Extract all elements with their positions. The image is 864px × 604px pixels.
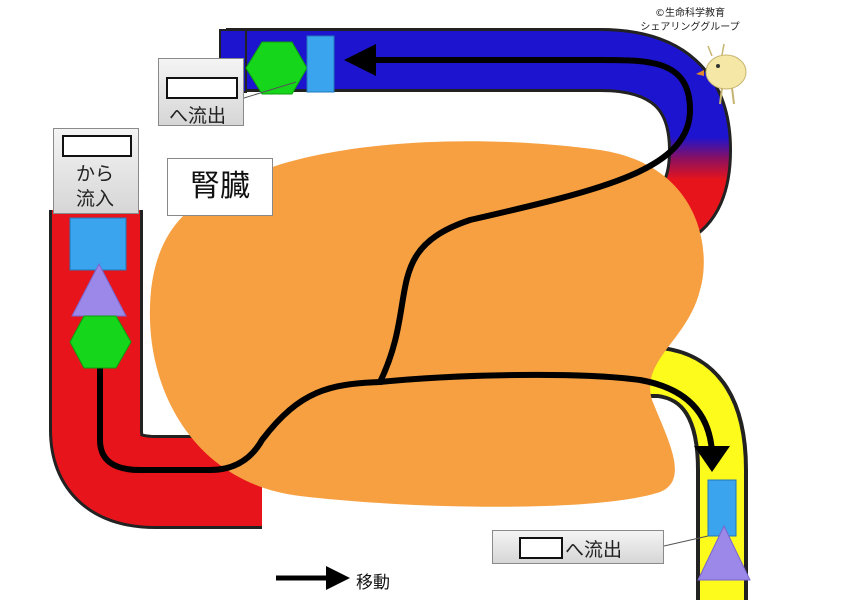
ureter-vessel-fill — [640, 350, 744, 600]
blank-answer-box — [519, 537, 563, 559]
legend-label: 移動 — [356, 573, 390, 593]
ureter-outflow-text: へ流出 — [565, 539, 623, 561]
blank-answer-box — [166, 77, 238, 99]
arrowhead-blue — [344, 44, 376, 76]
copyright-line1: ©生命科学教育 — [655, 8, 725, 19]
chick-mascot — [696, 43, 747, 105]
arrowhead-yellow — [694, 446, 730, 472]
inflow-label-line1: から — [76, 163, 115, 185]
inflow-label: から 流入 — [53, 128, 139, 214]
square-marker — [306, 35, 335, 93]
label-connector — [663, 535, 709, 547]
hexagon-marker — [69, 315, 132, 369]
kidney-label: 腎臓 — [167, 158, 273, 216]
flow-line-branch — [377, 371, 715, 455]
inflow-label-line2: 流入 — [76, 188, 115, 210]
kidney-shape — [149, 141, 704, 507]
vein-outflow-label: へ流出 — [158, 58, 244, 127]
legend-arrowhead — [326, 566, 350, 590]
triangle-marker — [697, 524, 751, 581]
blank-answer-box — [62, 135, 132, 157]
ureter-outflow-label: へ流出 — [492, 530, 664, 564]
square-marker — [69, 217, 127, 271]
flow-line — [97, 57, 694, 473]
copyright-notice: ©生命科学教育 シェアリンググループ — [620, 7, 760, 35]
label-connector — [243, 81, 297, 99]
vein-outflow-text: へ流出 — [169, 105, 227, 127]
renal-artery-vessel-fill — [52, 210, 262, 526]
square-marker — [707, 479, 737, 537]
copyright-line2: シェアリンググループ — [640, 22, 740, 33]
